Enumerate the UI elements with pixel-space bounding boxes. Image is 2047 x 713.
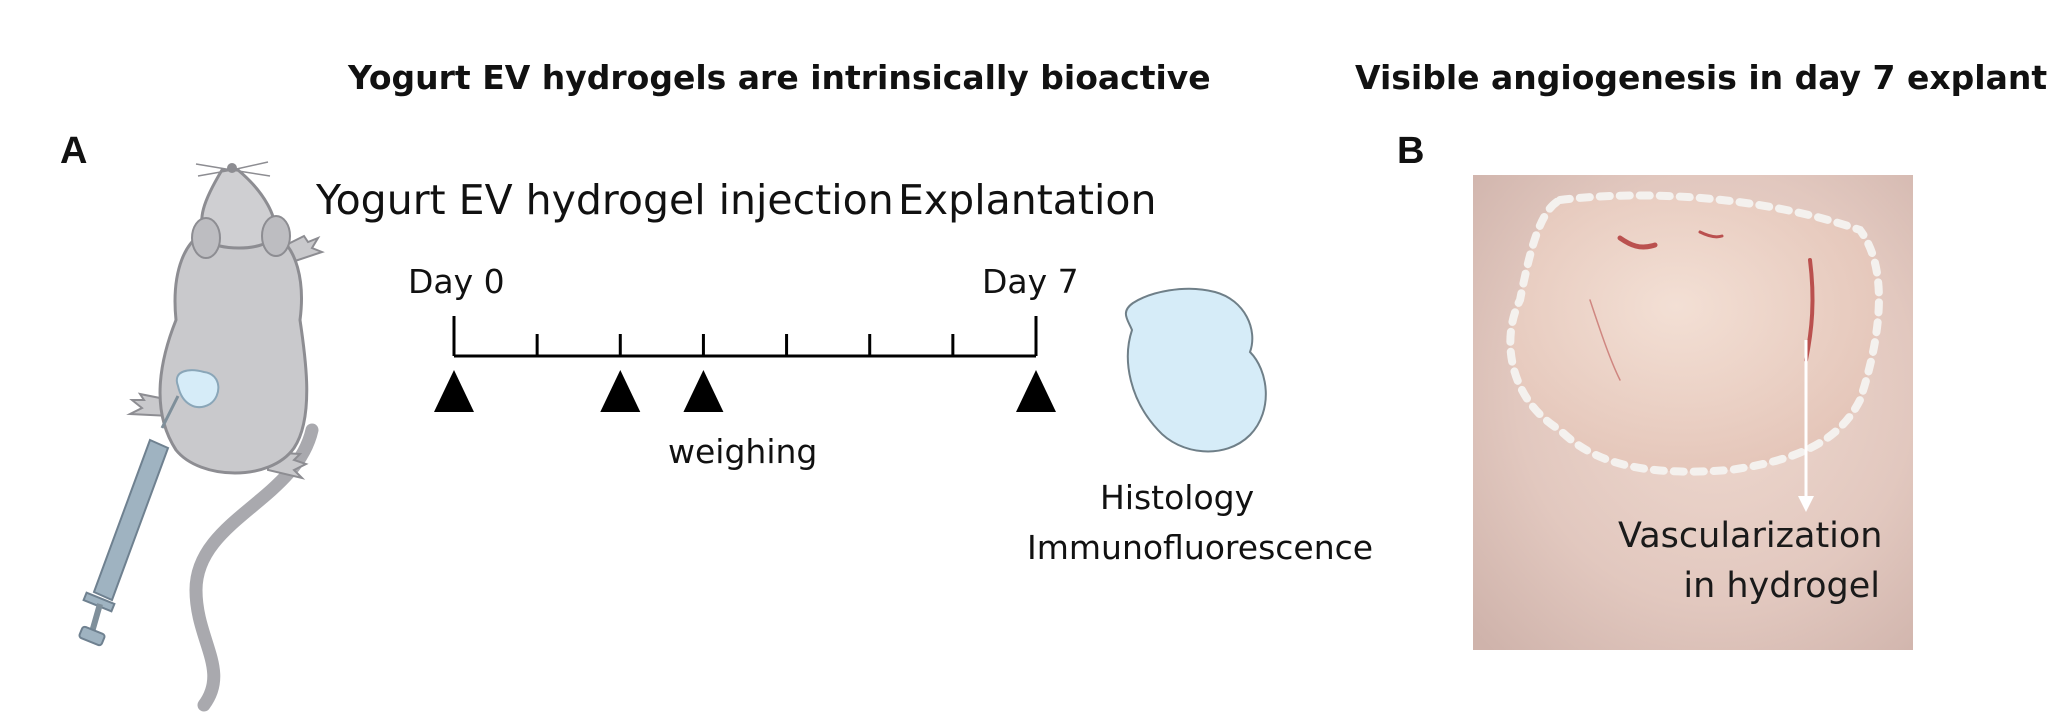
hydrogel-dashed-outline bbox=[1506, 191, 1883, 476]
explantation-label: Explantation bbox=[898, 176, 1157, 224]
timeline-marker-day-7 bbox=[1016, 370, 1056, 412]
explanted-hydrogel-icon bbox=[1124, 287, 1267, 453]
mouse-whiskers bbox=[195, 161, 271, 177]
day-start-label: Day 0 bbox=[408, 262, 505, 301]
timeline-marker-day-0 bbox=[434, 370, 474, 412]
injection-label: Yogurt EV hydrogel injection bbox=[316, 176, 894, 224]
blood-vessels bbox=[1589, 230, 1815, 381]
panel-b-title: Visible angiogenesis in day 7 explant bbox=[1355, 58, 2047, 97]
hydrogel-region bbox=[1510, 195, 1879, 472]
panel-a-letter: A bbox=[60, 130, 88, 172]
panel-b-letter: B bbox=[1397, 130, 1425, 172]
syringe-icon bbox=[78, 395, 180, 647]
injected-hydrogel bbox=[175, 369, 220, 409]
mouse-body bbox=[158, 226, 309, 475]
mouse-head bbox=[200, 168, 277, 250]
vascularization-label: Vascularization bbox=[1618, 516, 1883, 556]
histology-label: Histology bbox=[1100, 478, 1255, 517]
vascularization-arrow bbox=[1798, 340, 1814, 512]
mouse-ear-right bbox=[261, 215, 291, 257]
day-end-label: Day 7 bbox=[982, 262, 1079, 301]
panel-a-title: Yogurt EV hydrogels are intrinsically bi… bbox=[348, 58, 1211, 97]
weighing-label: weighing bbox=[668, 432, 818, 471]
mouse-ear-left bbox=[191, 217, 221, 259]
in-hydrogel-label: in hydrogel bbox=[1683, 566, 1880, 606]
immunofluorescence-label: Immunofluorescence bbox=[1027, 528, 1374, 567]
timeline-marker-day-3 bbox=[683, 370, 724, 412]
mouse-tail bbox=[189, 423, 319, 712]
timeline-marker-day-2 bbox=[600, 370, 641, 412]
